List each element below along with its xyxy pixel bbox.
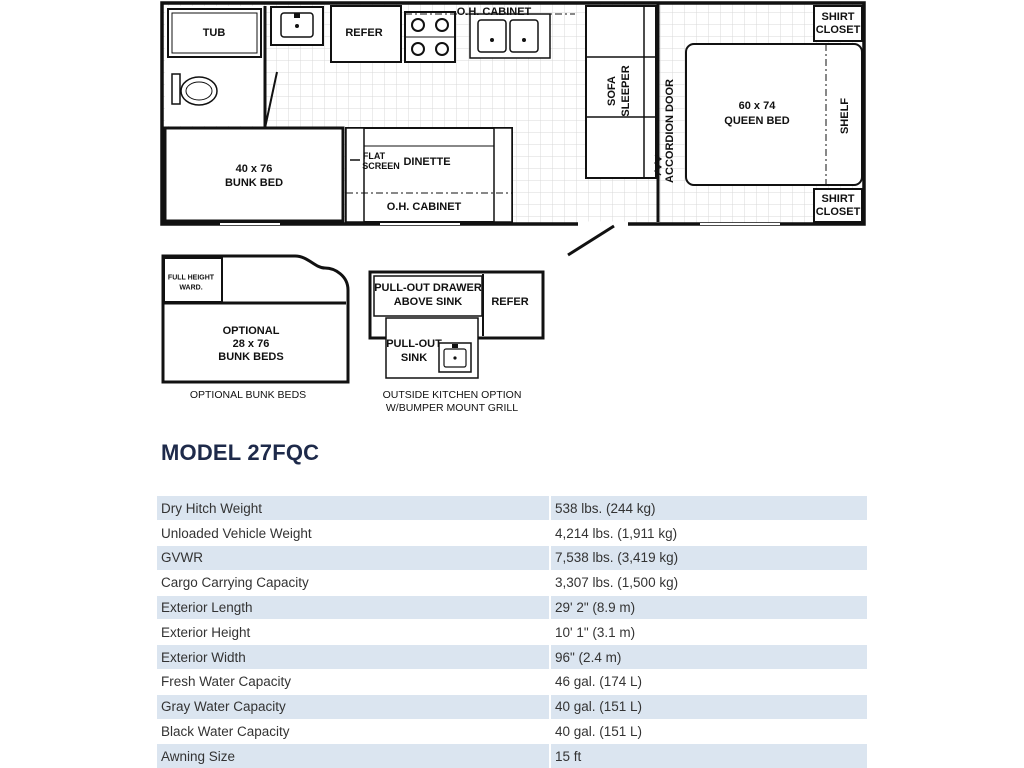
spec-value: 29' 2" (8.9 m)	[550, 595, 867, 621]
wardrobe-label-line1: FULL HEIGHT	[168, 275, 215, 282]
queen-bed	[685, 43, 863, 186]
spec-label: Black Water Capacity	[157, 719, 551, 745]
bunk-bed-label-line2: BUNK BED	[225, 177, 283, 189]
bath-sink-icon	[270, 6, 324, 46]
floorplan-diagram: TUB REFER	[160, 1, 866, 414]
spec-value: 538 lbs. (244 kg)	[550, 496, 867, 522]
spec-label: Fresh Water Capacity	[157, 669, 551, 695]
full-height-wardrobe	[163, 257, 223, 303]
outside-kitchen-caption-line2: W/BUMPER MOUNT GRILL	[386, 402, 518, 414]
bunk-bed-label-line1: 40 x 76	[236, 163, 273, 175]
sofa-label-line2: SLEEPER	[620, 65, 632, 116]
tub	[167, 8, 262, 58]
bathroom-door	[264, 71, 278, 129]
optional-bunk-beds-diagram: FULL HEIGHT WARD. OPTIONAL 28 x 76 BUNK …	[161, 254, 350, 401]
queen-bed-label-line2: QUEEN BED	[724, 115, 789, 127]
oh-cabinet-bottom-label: O.H. CABINET	[387, 201, 462, 213]
spec-value: 7,538 lbs. (3,419 kg)	[550, 545, 867, 571]
shirt-closet-bottom-line2: CLOSET	[816, 206, 861, 218]
wardrobe-label-line2: WARD.	[179, 285, 202, 292]
exterior-wall	[160, 1, 866, 226]
flat-screen-label-line2: SCREEN	[362, 161, 400, 171]
spec-value: 96" (2.4 m)	[550, 644, 867, 671]
drawer-label-line2: ABOVE SINK	[394, 296, 463, 308]
outside-refer-label: REFER	[491, 296, 528, 308]
optional-bunks-label-line2: 28 x 76	[233, 338, 270, 350]
spec-value: 46 gal. (174 L)	[550, 669, 867, 695]
sink-label-line2: SINK	[401, 352, 427, 364]
spec-label: Exterior Width	[157, 644, 551, 671]
dinette	[345, 127, 513, 223]
refer	[330, 5, 402, 63]
optional-bunks-caption: OPTIONAL BUNK BEDS	[190, 389, 306, 401]
shelf-label: SHELF	[839, 98, 851, 134]
accordion-door-icon	[653, 154, 663, 176]
queen-bed-label-line1: 60 x 74	[739, 100, 777, 112]
stove-icon	[404, 11, 456, 63]
spec-label: Awning Size	[157, 743, 551, 768]
spec-value: 3,307 lbs. (1,500 kg)	[550, 570, 867, 596]
pull-out-drawer	[373, 275, 483, 317]
main-floorplan: TUB REFER	[160, 1, 866, 257]
shirt-closet-top-line2: CLOSET	[816, 24, 861, 36]
drawer-label-line1: PULL-OUT DRAWER	[374, 282, 482, 294]
outside-kitchen-diagram: PULL-OUT DRAWER ABOVE SINK REFER PULL-OU…	[368, 270, 545, 414]
sofa-label-line1: SOFA	[606, 76, 618, 106]
spec-value: 40 gal. (151 L)	[550, 719, 867, 745]
model-title: MODEL 27FQC	[161, 440, 320, 465]
tub-label: TUB	[203, 27, 226, 39]
spec-value: 10' 1" (3.1 m)	[550, 619, 867, 646]
spec-label: Unloaded Vehicle Weight	[157, 520, 551, 547]
optional-bunks-label-line1: OPTIONAL	[223, 325, 280, 337]
outside-sink-icon	[438, 342, 472, 373]
oh-cabinet-top-label: O.H. CABINET	[457, 6, 532, 18]
shirt-closet-top-line1: SHIRT	[822, 11, 855, 23]
spec-value: 15 ft	[550, 743, 867, 768]
spec-value: 4,214 lbs. (1,911 kg)	[550, 520, 867, 547]
spec-label: Exterior Length	[157, 595, 551, 621]
optional-bunks-label-line3: BUNK BEDS	[218, 351, 283, 363]
dinette-label: DINETTE	[403, 156, 450, 168]
toilet-icon	[171, 73, 218, 106]
kitchen-sink-icon	[469, 13, 551, 59]
outside-kitchen-caption-line1: OUTSIDE KITCHEN OPTION	[383, 389, 522, 401]
accordion-door-label: ACCORDION DOOR	[664, 79, 676, 183]
refer-label: REFER	[345, 27, 382, 39]
sofa-sleeper	[585, 5, 657, 179]
shirt-closet-bottom	[813, 188, 863, 223]
spec-label: Dry Hitch Weight	[157, 496, 551, 522]
shirt-closet-top	[813, 5, 863, 42]
flat-screen-label-line1: FLAT	[363, 151, 386, 161]
sink-label-line1: PULL-OUT	[386, 338, 442, 350]
spec-label: Gray Water Capacity	[157, 694, 551, 720]
entry-door	[567, 224, 615, 257]
spec-label: Exterior Height	[157, 619, 551, 646]
spec-value: 40 gal. (151 L)	[550, 694, 867, 720]
bunk-bed	[163, 126, 345, 223]
spec-label: GVWR	[157, 545, 551, 571]
spec-label: Cargo Carrying Capacity	[157, 570, 551, 596]
shirt-closet-bottom-line1: SHIRT	[822, 193, 855, 205]
